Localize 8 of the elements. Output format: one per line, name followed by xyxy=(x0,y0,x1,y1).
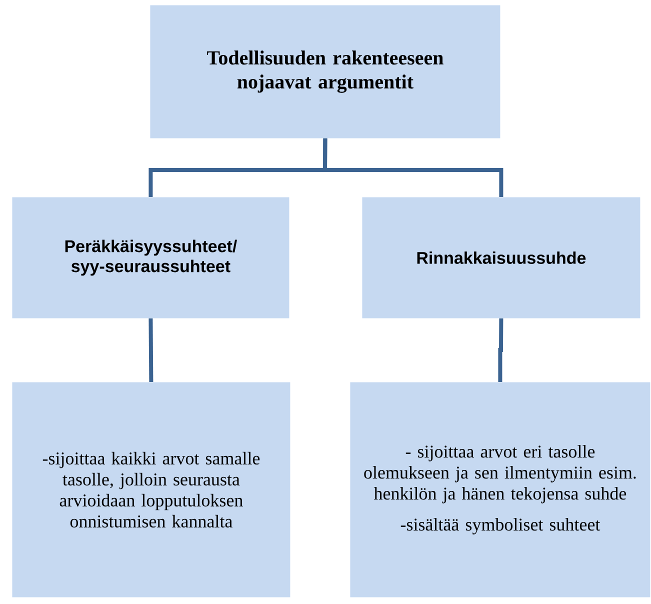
description-box: - sijoittaa arvot eri tasolle olemukseen ja sen ilmentymiin esim. henkilön ja hänen tekojensa suhde -sisältää symboliset suhteet xyxy=(350,382,650,598)
category-box: Peräkkäisyyssuhteet/ syy-seuraussuhteet xyxy=(12,197,290,318)
connector-line xyxy=(498,318,504,382)
category-box: Rinnakkaisuussuhde xyxy=(362,197,640,318)
heading-box: Todellisuuden rakenteeseen nojaavat argumentit xyxy=(150,5,500,138)
connector-line xyxy=(322,138,504,197)
description-box: -sijoittaa kaikki arvot samalle tasolle, jolloin seurausta arvioidaan lopputuloksen onnistumisen kannalta xyxy=(12,382,290,598)
connector-line xyxy=(148,318,154,382)
